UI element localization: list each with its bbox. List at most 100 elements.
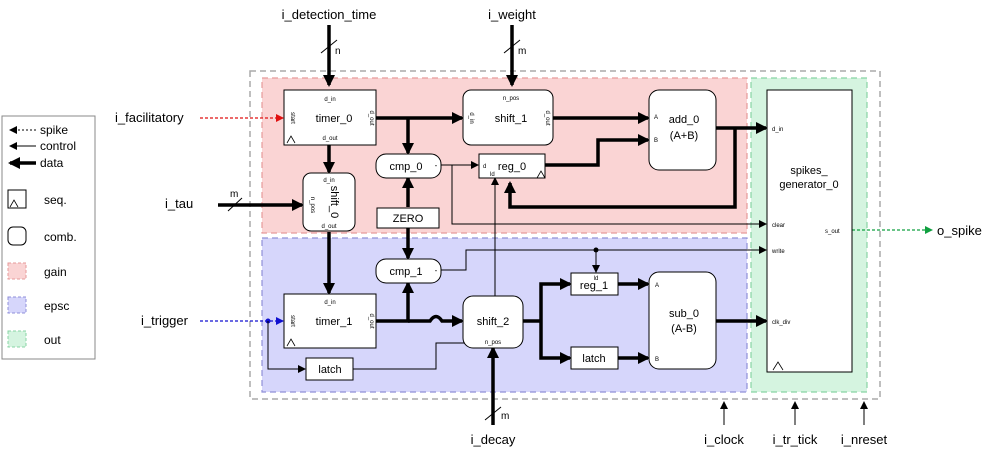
shift-0-port-npos: n_pos	[309, 197, 315, 213]
legend-comb-label: comb.	[44, 230, 77, 244]
zero-label: ZERO	[393, 213, 424, 225]
timer-0-port-dout: d_out	[322, 136, 337, 142]
shift-1-block: shift_1 n_pos d_in d_out	[462, 89, 554, 146]
reg-0-port-d: d	[483, 164, 486, 170]
legend-out-swatch	[7, 330, 27, 348]
spikes-generator-block: spikes_ generator_0 d_in clear write s_o…	[766, 89, 853, 373]
shift-1-label: shift_1	[495, 113, 527, 125]
input-trigger-label: i_trigger	[141, 313, 189, 328]
bus-slash-n-1	[320, 39, 338, 54]
shift-1-port-npos: n_pos	[503, 96, 519, 102]
legend-gain-swatch	[7, 262, 27, 280]
timer-0-port-dout-side: d_out	[368, 110, 374, 125]
sub-0-block: sub_0 (A-B) A B	[648, 271, 717, 370]
input-weight-label: i_weight	[488, 7, 536, 22]
wire-cmp0-clear	[441, 164, 767, 228]
spikes-port-clear: clear	[772, 223, 785, 229]
latch-1-block: latch	[570, 346, 619, 370]
shift-0-port-din: d_in	[323, 178, 334, 184]
shift-0-port-dout: d_out	[321, 224, 336, 230]
add-0-block: add_0 (A+B) A B	[648, 89, 717, 171]
spikes-port-din: d_in	[772, 127, 783, 133]
shift-2-block: shift_2 n_pos	[462, 295, 524, 349]
timer-0-port-din: d_in	[324, 97, 335, 103]
timer-1-port-din: d_in	[324, 300, 335, 306]
legend-out-label: out	[44, 333, 61, 347]
shift-2-label: shift_2	[477, 316, 509, 328]
wire-reg0-add0	[545, 134, 650, 167]
wire-latch-reg0	[353, 177, 499, 370]
spikes-port-write: write	[771, 249, 785, 255]
wire-trigger-latch	[267, 321, 306, 373]
bus-slash-m-3	[484, 406, 502, 421]
input-facilitatory-label: i_facilitatory	[115, 110, 184, 125]
sub-0-port-b: B	[655, 357, 659, 363]
shift-1-port-dout: d_out	[544, 110, 550, 125]
bus-width-n-label: n	[335, 46, 341, 57]
cmp-0-label: cmp_0	[389, 161, 422, 173]
input-nreset-label: i_nreset	[841, 432, 888, 447]
timer-1-block: timer_1 d_in start d_out	[283, 293, 377, 349]
cmp-1-label: cmp_1	[389, 266, 422, 278]
wire-timer1-shift2	[408, 314, 464, 327]
reg-1-label: reg_1	[580, 280, 608, 292]
sub-0-port-a: A	[655, 283, 659, 289]
shift-0-block: shift_0 d_in n_pos d_out	[302, 172, 356, 232]
reg-0-label: reg_0	[498, 161, 526, 173]
legend-epsc-label: epsc	[44, 299, 69, 313]
input-decay-label: i_decay	[471, 432, 516, 447]
sub-0-label: sub_0	[669, 308, 699, 320]
add-0-op: (A+B)	[670, 130, 698, 142]
shift-2-port-npos: n_pos	[485, 340, 501, 346]
sub-0-op: (A-B)	[671, 323, 697, 335]
reg-0-block: reg_0 d ld	[478, 153, 546, 179]
legend: spike control data seq. comb. gain epsc …	[1, 115, 96, 360]
bus-width-m-label-3: m	[501, 411, 509, 422]
output-spike-label: o_spike	[937, 223, 982, 238]
wire-cmp1-write	[441, 246, 767, 271]
zero-block: ZERO	[376, 207, 440, 229]
latch-1-label: latch	[582, 353, 605, 365]
legend-spike-label: spike	[40, 123, 68, 137]
latch-0-block: latch	[305, 357, 354, 381]
cmp-0-port-minus: -	[435, 161, 438, 170]
legend-epsc-swatch	[7, 296, 27, 314]
add-0-port-b: B	[654, 138, 658, 144]
shift-1-port-din: d_in	[468, 112, 474, 123]
bus-width-m-label-2: m	[230, 189, 238, 200]
legend-seq-swatch	[7, 189, 27, 209]
wire-shift2-latch	[539, 321, 572, 364]
spikes-generator-label-1: spikes_	[790, 165, 828, 177]
input-detection-time-label: i_detection_time	[282, 7, 377, 22]
bus-width-m-label-1: m	[518, 46, 526, 57]
spikes-generator-label-2: generator_0	[779, 179, 838, 191]
spikes-port-clkdiv: clk_div	[772, 320, 790, 326]
reg-1-block: reg_1 ld	[570, 272, 619, 296]
input-tau-label: i_tau	[165, 196, 193, 211]
legend-seq-label: seq.	[44, 193, 67, 207]
timer-0-port-start: start	[289, 112, 295, 124]
legend-comb-swatch	[7, 226, 27, 246]
latch-0-label: latch	[318, 364, 341, 376]
input-clock-label: i_clock	[704, 432, 744, 447]
bus-slash-m-1	[503, 39, 521, 54]
shift-0-label: shift_0	[328, 186, 340, 218]
input-tr-tick-label: i_tr_tick	[773, 432, 818, 447]
timer-1-port-dout: d_out	[368, 313, 374, 328]
spikes-port-sout: s_out	[825, 229, 840, 235]
design-boundary	[249, 70, 881, 400]
timer-1-label: timer_1	[316, 316, 353, 328]
cmp-1-port-minus: -	[435, 266, 438, 275]
timer-0-label: timer_0	[316, 113, 353, 125]
wire-add0-feedback	[504, 128, 737, 209]
add-0-port-a: A	[654, 115, 658, 121]
legend-gain-label: gain	[44, 265, 67, 279]
cmp-0-block: cmp_0 -	[375, 153, 442, 179]
legend-control-label: control	[40, 139, 76, 153]
cmp-1-block: cmp_1 -	[375, 258, 442, 284]
timer-1-port-start: start	[289, 315, 295, 327]
timer-0-block: timer_0 d_in d_out start d_out	[283, 89, 377, 146]
wire-shift2-reg1	[539, 278, 572, 321]
reg-1-port-ld: ld	[594, 276, 599, 282]
